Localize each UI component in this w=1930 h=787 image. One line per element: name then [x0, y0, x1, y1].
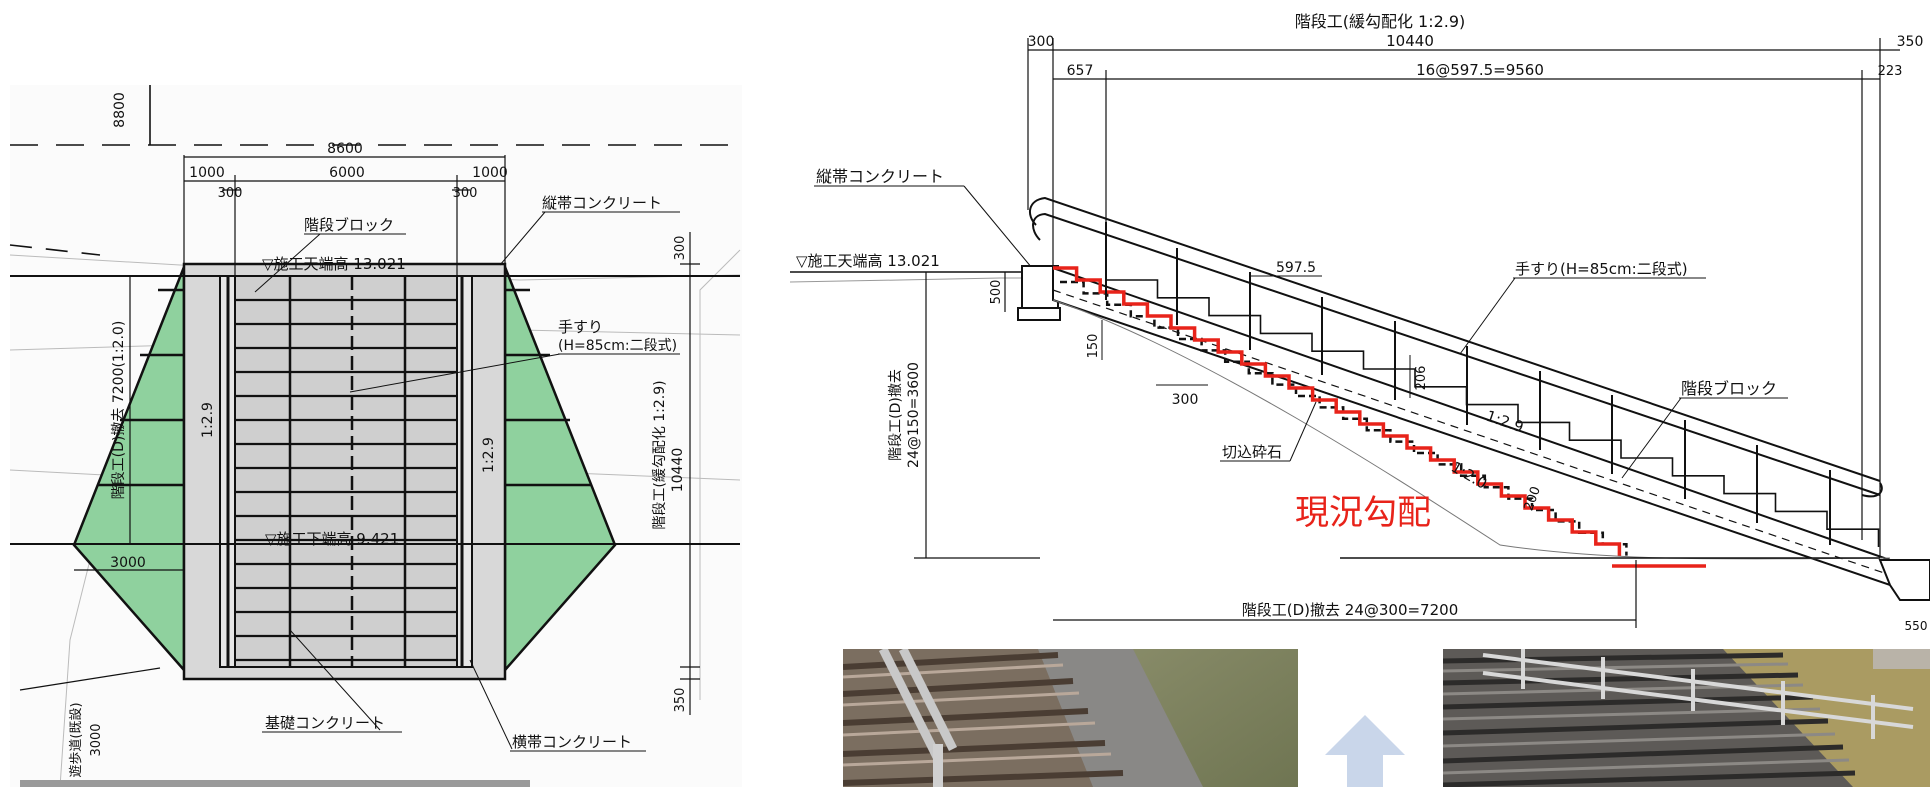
plan-dim-3000: 3000 — [110, 555, 146, 571]
plan-label-handrail-1: 手すり — [558, 318, 603, 336]
plan-label-step-block: 階段ブロック — [304, 216, 394, 234]
plan-label-new-stairs: 階段工(緩勾配化 1:2.9) — [652, 380, 668, 529]
section-stair-slab — [1052, 266, 1891, 587]
plan-label-slope-right: 1:2.9 — [481, 437, 497, 473]
section-crushed-stone-leader — [1289, 401, 1317, 462]
section-new-steps — [1106, 279, 1880, 547]
plan-label-top-elevation: ▽施工天端高 13.021 — [262, 255, 406, 273]
plan-dim-6000: 6000 — [329, 165, 365, 181]
plan-path-line — [19, 667, 161, 691]
plan-horizontal-band-leader — [469, 659, 513, 750]
section-dim-5975: 597.5 — [1276, 260, 1316, 276]
plan-dim-1000-right: 1000 — [472, 165, 508, 181]
plan-label-base-concrete: 基礎コンクリート — [265, 714, 385, 732]
section-dim-10440: 10440 — [1386, 32, 1434, 50]
plan-bottom-scrollbar — [20, 780, 530, 787]
plan-dim-350-vertical: 350 — [673, 688, 688, 713]
plan-dim-10440: 10440 — [670, 448, 686, 493]
section-removal-horizontal: 階段工(D)撤去 24@300=7200 — [1242, 601, 1458, 619]
section-title: 階段工(緩勾配化 1:2.9) — [1295, 12, 1466, 31]
section-label-step-block: 階段ブロック — [1681, 379, 1777, 398]
section-handrail — [1028, 196, 1883, 498]
section-dim-steps: 16@597.5=9560 — [1416, 61, 1544, 79]
section-label-top-elevation: ▽施工天端高 13.021 — [796, 252, 940, 270]
plan-label-handrail-2: (H=85cm:二段式) — [558, 338, 677, 354]
plan-top-dimensions — [183, 155, 506, 276]
section-label-crushed-stone: 切込砕石 — [1222, 443, 1282, 461]
section-dim-300: 300 — [1028, 34, 1055, 50]
plan-label-path-dim: 3000 — [89, 723, 104, 756]
plan-handrail-posts — [288, 276, 407, 667]
plan-step-lines — [235, 298, 457, 662]
plan-dim-300-left: 300 — [218, 186, 243, 201]
plan-label-vertical-band: 縦帯コンクリート — [542, 194, 662, 212]
section-left-dimensions — [914, 272, 1040, 559]
section-dim-206: 206 — [1414, 366, 1429, 391]
plan-label-removal: 階段工(D)撤去 7200(1:2.0) — [111, 321, 127, 500]
section-bottom-footing — [1878, 559, 1930, 601]
section-handrail-posts — [1105, 222, 1831, 545]
plan-dim-300-vertical: 300 — [673, 236, 688, 261]
section-label-handrail: 手すり(H=85cm:二段式) — [1515, 260, 1688, 278]
section-label-existing-slope: 現況勾配 — [1295, 493, 1431, 533]
section-top-dimensions — [1027, 38, 1900, 560]
section-dim-550: 550 — [1905, 619, 1928, 630]
plan-view-drawing: 8800 — [9, 85, 742, 787]
section-old-steps-dashed — [1060, 280, 1628, 556]
section-label-vertical-band: 縦帯コンクリート — [816, 167, 944, 186]
plan-step-area — [234, 275, 458, 668]
section-removal-vertical-1: 階段工(D)撤去 — [888, 369, 904, 461]
arrow-icon — [1325, 715, 1405, 787]
section-top-terrain — [789, 277, 1030, 283]
section-dim-223: 223 — [1878, 64, 1903, 79]
plan-label-horizontal-band: 横帯コンクリート — [512, 733, 632, 751]
section-dim-150: 150 — [1086, 334, 1101, 359]
plan-label-bottom-elevation: ▽施工下端高 9.421 — [265, 530, 399, 548]
plan-side-rails — [226, 276, 464, 667]
plan-label-path: 遊歩道(既設) — [68, 702, 84, 777]
plan-dim-1000-left: 1000 — [189, 165, 225, 181]
section-step-block-leader — [1621, 397, 1682, 479]
section-top-footing-base — [1017, 307, 1061, 321]
section-existing-slope-profile — [1053, 266, 1622, 556]
section-slab-dash — [1052, 289, 1891, 576]
section-removal-vertical-2: 24@150=3600 — [906, 362, 922, 468]
plan-vertical-band-leader — [499, 211, 546, 266]
section-view-drawing: 階段工(緩勾配化 1:2.9) 300 10440 350 657 16@597… — [789, 12, 1930, 630]
section-vertical-band-leader — [963, 185, 1033, 269]
plan-step-block-leader — [254, 233, 321, 293]
section-terrain-under — [1052, 299, 1891, 560]
plan-label-slope-left: 1:2.9 — [200, 402, 216, 438]
plan-dim-8800: 8800 — [112, 92, 128, 128]
photo-before-stairs — [843, 649, 1298, 787]
plan-dim-300-right: 300 — [453, 186, 478, 201]
plan-right-dimensions — [680, 232, 700, 715]
section-dim-300-step: 300 — [1172, 392, 1199, 408]
section-dim-500: 500 — [989, 280, 1004, 305]
plan-dim-8600: 8600 — [327, 141, 363, 157]
plan-slope-hatches — [98, 288, 592, 487]
plan-base-concrete-leader — [289, 629, 381, 731]
photo-after-stairs — [1443, 649, 1930, 787]
plan-dashed-terrain — [9, 244, 101, 256]
plan-handrail-leader — [349, 353, 561, 393]
section-label-slope-old: 1:2.0 — [1448, 458, 1490, 493]
section-dim-657: 657 — [1067, 63, 1094, 79]
section-dim-350: 350 — [1897, 34, 1924, 50]
section-handrail-leader — [1459, 277, 1516, 355]
